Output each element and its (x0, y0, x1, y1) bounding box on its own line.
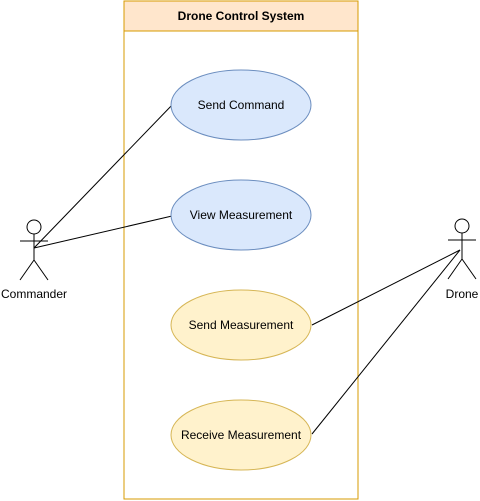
use-case-send-command[interactable]: Send Command (170, 69, 312, 141)
use-case-send-measurement[interactable]: Send Measurement (170, 289, 312, 361)
system-header[interactable] (123, 0, 359, 32)
use-case-label: View Measurement (190, 208, 293, 222)
association-commander-view-measurement[interactable] (33, 215, 173, 249)
actor-left-leg (19, 259, 35, 281)
use-case-receive-measurement[interactable]: Receive Measurement (170, 399, 312, 471)
association-drone-receive-measurement[interactable] (311, 249, 461, 435)
system-boundary: Drone Control System (123, 0, 359, 500)
associations (33, 102, 461, 435)
use-case-ellipse[interactable] (170, 399, 312, 471)
use-case-label: Send Command (198, 98, 285, 112)
use-case-ellipse[interactable] (170, 179, 312, 251)
association-drone-send-measurement[interactable] (311, 249, 461, 326)
actor-right-leg (461, 258, 477, 280)
system-title: Drone Control System (178, 9, 305, 23)
actor-head (454, 218, 470, 234)
actor-head (26, 219, 42, 235)
actor-right-leg (33, 259, 49, 281)
association-commander-send-command[interactable] (33, 102, 175, 249)
actor-drone[interactable] (447, 218, 477, 280)
use-case-label: Send Measurement (189, 318, 294, 332)
use-case-ellipse[interactable] (170, 289, 312, 361)
actor-commander[interactable] (19, 219, 49, 281)
actor-commander-label: Commander (1, 287, 67, 301)
use-case-ellipse[interactable] (170, 69, 312, 141)
use-case-view-measurement[interactable]: View Measurement (170, 179, 312, 251)
actor-drone-label: Drone (446, 287, 479, 301)
use-case-label: Receive Measurement (181, 428, 302, 442)
actor-left-leg (447, 258, 463, 280)
